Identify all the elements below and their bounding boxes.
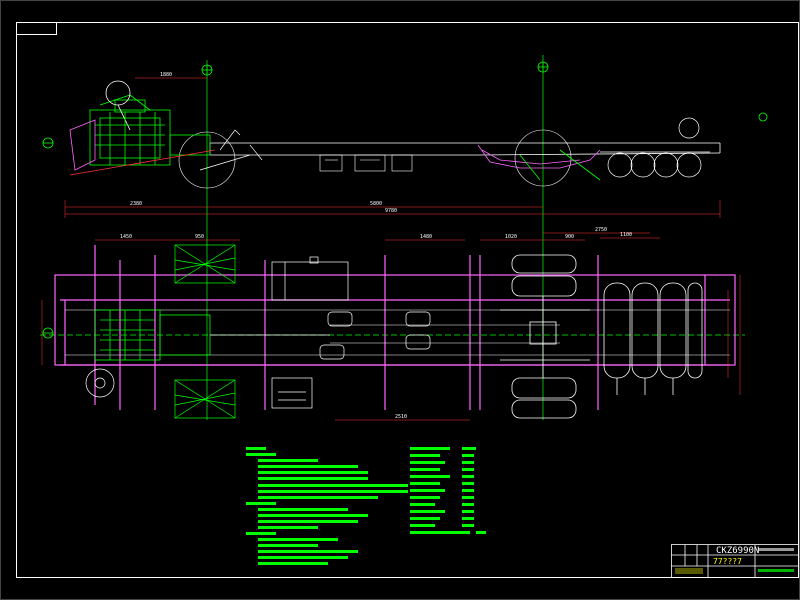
plan-spare-wheel bbox=[85, 368, 115, 398]
plan-gas-cylinders bbox=[603, 282, 703, 395]
side-dimension-labels: 1880 2380 5800 9780 bbox=[130, 72, 397, 214]
side-rear-spring bbox=[477, 144, 601, 181]
centerline-markers bbox=[42, 61, 768, 339]
side-gas-cylinders bbox=[600, 117, 710, 178]
specification-table bbox=[410, 447, 486, 534]
svg-text:1480: 1480 bbox=[420, 234, 432, 240]
svg-text:1880: 1880 bbox=[160, 72, 172, 78]
right-marker-icon bbox=[758, 112, 768, 122]
svg-text:1450: 1450 bbox=[120, 234, 132, 240]
side-engine-assembly bbox=[69, 80, 216, 176]
outer-frame bbox=[16, 22, 799, 578]
plan-chassis-frame bbox=[54, 245, 736, 410]
title-block-drawing-number: 77???7 bbox=[713, 557, 742, 566]
svg-text:2750: 2750 bbox=[595, 227, 607, 233]
side-front-wheel bbox=[178, 131, 236, 189]
svg-text:2380: 2380 bbox=[130, 201, 142, 207]
corner-tag-box bbox=[16, 22, 57, 35]
svg-text:5800: 5800 bbox=[370, 201, 382, 207]
svg-text:950: 950 bbox=[195, 234, 204, 240]
plan-dimension-labels: 1450 950 1480 1020 900 2750 1100 2510 bbox=[120, 227, 632, 420]
title-block-model-code: CKZ6990N bbox=[716, 546, 759, 556]
side-dimensions bbox=[64, 77, 721, 218]
svg-text:1100: 1100 bbox=[620, 232, 632, 238]
svg-text:9780: 9780 bbox=[385, 208, 397, 214]
technical-notes bbox=[246, 447, 408, 565]
svg-text:900: 900 bbox=[565, 234, 574, 240]
side-view: 1880 2380 5800 9780 bbox=[64, 72, 721, 218]
plan-rear-wheels bbox=[511, 254, 577, 419]
plan-dimensions bbox=[41, 232, 741, 421]
side-steering-linkage bbox=[199, 129, 263, 171]
svg-text:1020: 1020 bbox=[505, 234, 517, 240]
plan-rear-axle bbox=[500, 296, 590, 378]
plan-engine-gearbox bbox=[94, 309, 330, 361]
side-tanks bbox=[319, 154, 413, 172]
svg-text:2510: 2510 bbox=[395, 414, 407, 420]
plan-front-wheels bbox=[174, 244, 236, 419]
title-block: CKZ6990N 77???7 bbox=[671, 544, 799, 578]
plan-tanks bbox=[271, 256, 431, 409]
plan-view: 1450 950 1480 1020 900 2750 1100 2510 bbox=[41, 227, 741, 421]
